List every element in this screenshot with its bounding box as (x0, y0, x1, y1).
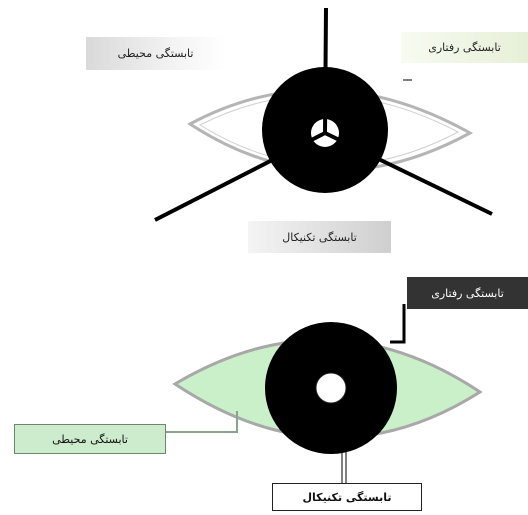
bottom-connector-behavioral (390, 304, 404, 342)
bottom-eye-pupil (316, 373, 346, 403)
top-label-technical: تابستگی تکنیکال (248, 221, 391, 253)
bottom-eye-diagram (166, 304, 480, 484)
bottom-label-behavioral: تابستگی رفتاری (407, 277, 528, 309)
top-label-environmental: تابستگی محیطی (86, 37, 225, 70)
bottom-label-technical: تابستگی تکنیکال (272, 483, 422, 511)
top-spoke-up (325, 8, 326, 133)
top-label-behavioral: تابستگی رفتاری (401, 32, 528, 63)
bottom-label-environmental: تابستگی محیطی (14, 424, 166, 454)
